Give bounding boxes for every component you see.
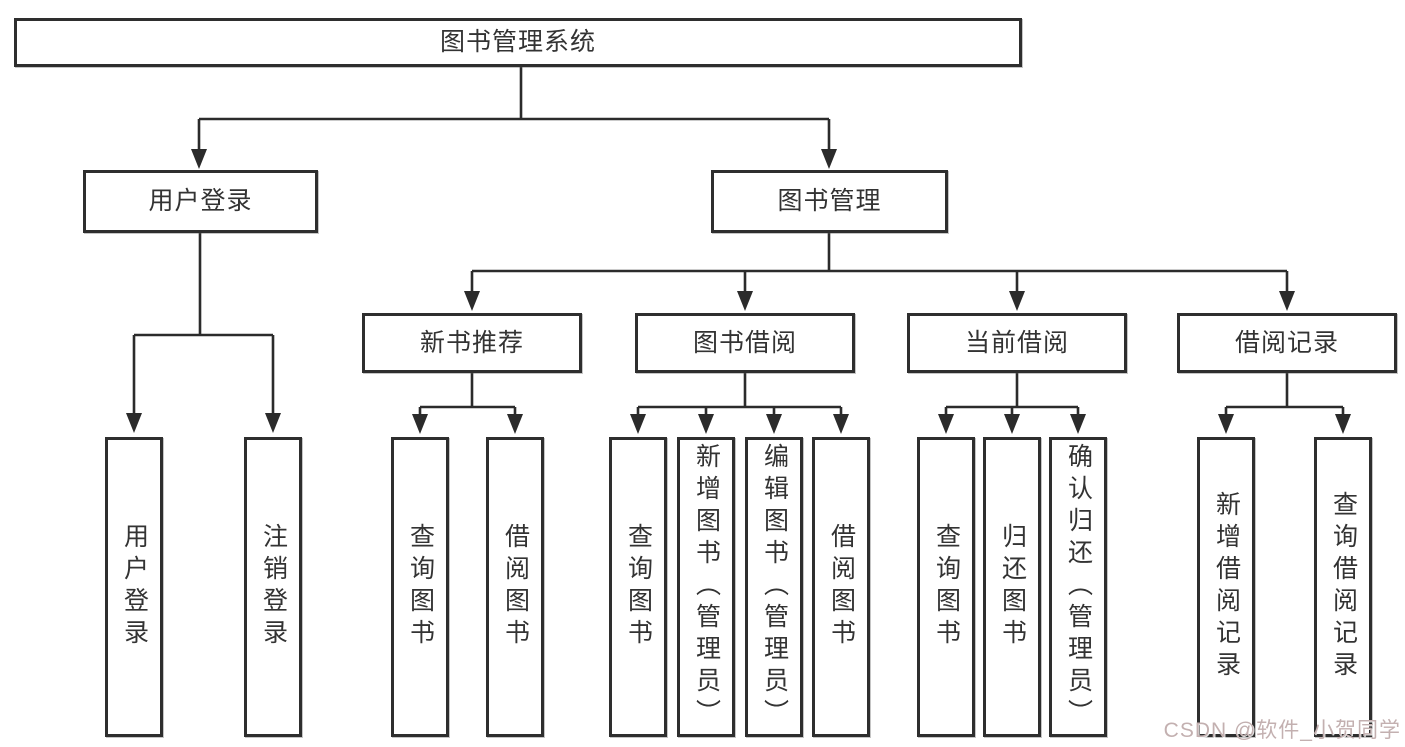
node-book-management-label: 图书管理 (777, 187, 882, 215)
node-leaf-add-borrow-record: 新增借阅记录 (1197, 437, 1255, 737)
arrowhead (126, 149, 1351, 434)
node-leaf-label: 归还图书 (998, 523, 1027, 651)
node-book-management: 图书管理 (711, 170, 948, 233)
node-new-book-recommend-label: 新书推荐 (419, 328, 524, 357)
node-leaf-borrow-books-1: 借阅图书 (486, 437, 544, 737)
node-leaf-borrow-books-2: 借阅图书 (812, 437, 870, 737)
node-leaf-query-books-2: 查询图书 (609, 437, 667, 737)
node-borrow-records-label: 借阅记录 (1234, 328, 1339, 357)
node-leaf-label: 查询图书 (624, 523, 653, 651)
node-leaf-label: 确认归还（管理员） (1064, 443, 1093, 731)
node-leaf-label: 查询图书 (406, 523, 435, 651)
node-leaf-label: 查询图书 (932, 523, 961, 651)
connector-line (132, 67, 1345, 418)
csdn-watermark: CSDN @软件_小贺同学 (1163, 719, 1401, 742)
node-leaf-label: 查询借阅记录 (1329, 491, 1358, 683)
node-current-borrowing: 当前借阅 (907, 313, 1127, 373)
node-leaf-add-book-admin: 新增图书（管理员） (677, 437, 735, 737)
node-book-borrowing-label: 图书借阅 (692, 328, 797, 357)
node-leaf-label: 编辑图书（管理员） (760, 443, 789, 731)
node-new-book-recommend: 新书推荐 (362, 313, 582, 373)
node-user-login: 用户登录 (83, 170, 318, 233)
node-root: 图书管理系统 (14, 18, 1022, 67)
node-leaf-label: 新增图书（管理员） (692, 443, 721, 731)
node-leaf-label: 注销登录 (259, 523, 288, 651)
node-leaf-query-books-1: 查询图书 (391, 437, 449, 737)
node-book-borrowing: 图书借阅 (635, 313, 855, 373)
node-leaf-query-borrow-record: 查询借阅记录 (1314, 437, 1372, 737)
node-leaf-query-books-3: 查询图书 (917, 437, 975, 737)
node-user-login-label: 用户登录 (148, 187, 253, 215)
node-leaf-return-book: 归还图书 (983, 437, 1041, 737)
node-leaf-label: 用户登录 (120, 523, 149, 651)
node-leaf-confirm-return-admin: 确认归还（管理员） (1049, 437, 1107, 737)
node-borrow-records: 借阅记录 (1177, 313, 1397, 373)
node-leaf-edit-book-admin: 编辑图书（管理员） (745, 437, 803, 737)
node-leaf-user-login: 用户登录 (105, 437, 163, 737)
node-leaf-label: 借阅图书 (827, 523, 856, 651)
node-leaf-label: 新增借阅记录 (1212, 491, 1241, 683)
node-leaf-label: 借阅图书 (501, 523, 530, 651)
node-root-label: 图书管理系统 (439, 28, 596, 56)
node-current-borrowing-label: 当前借阅 (964, 328, 1069, 357)
node-leaf-logout: 注销登录 (244, 437, 302, 737)
